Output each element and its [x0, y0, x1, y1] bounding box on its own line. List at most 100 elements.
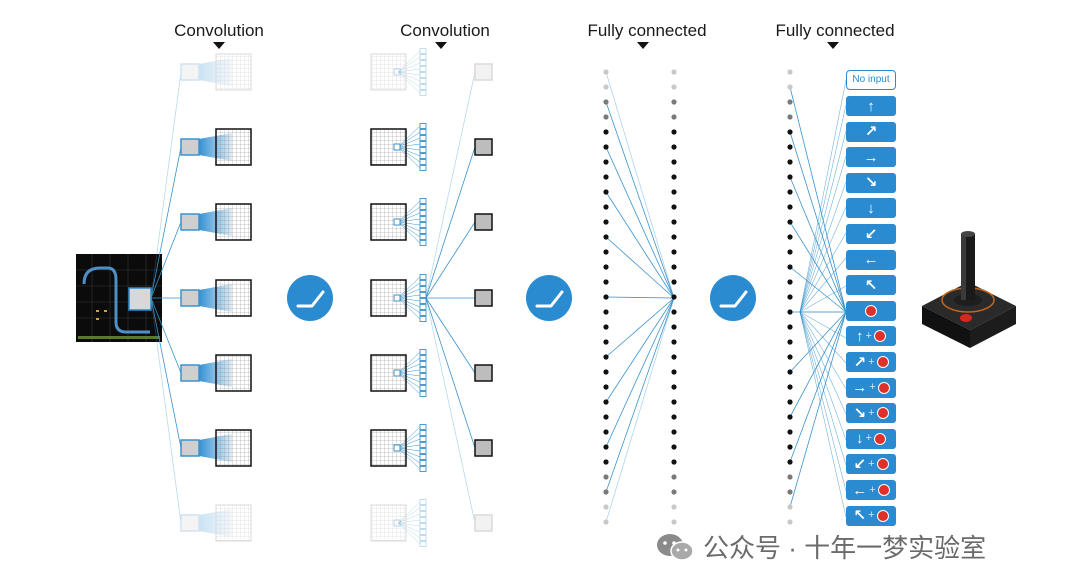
conv2-channel [419, 511, 427, 517]
fc2-link [789, 311, 847, 418]
action-button: ↘ [846, 172, 896, 193]
conv2-channel [419, 228, 427, 234]
conv2-channel [419, 499, 427, 505]
conv2-channel [419, 60, 427, 66]
output-link [799, 257, 847, 313]
fc1-title: Fully connected [587, 21, 707, 40]
plus-sign: + [865, 329, 872, 342]
output-link [799, 311, 847, 339]
action-arrow-icon: ↑ [856, 327, 864, 345]
conv2-channel [419, 448, 427, 454]
fc-node [787, 204, 793, 210]
action-button: ↗ [846, 121, 896, 142]
fc-node [671, 474, 677, 480]
action-button: → [846, 147, 896, 168]
fc-node [787, 234, 793, 240]
conv2-arrow-icon [435, 42, 447, 49]
output-link [799, 311, 847, 364]
fc-node [603, 444, 609, 450]
fc-node [603, 474, 609, 480]
conv1-connections [150, 71, 182, 524]
plus-sign: + [869, 381, 876, 394]
conv2-input-map [370, 354, 407, 392]
fire-button-icon [873, 330, 886, 343]
fc-node [787, 354, 793, 360]
conv2-channel [419, 367, 427, 373]
action-arrow-icon: ↑ [867, 97, 875, 115]
fire-button-icon [876, 356, 889, 368]
fc1-link [605, 236, 675, 299]
conv1-kernel [180, 364, 200, 382]
relu-icon [287, 275, 333, 321]
conv2-channel [419, 234, 427, 240]
conv2-channel [419, 535, 427, 541]
wechat-icon [655, 532, 695, 562]
conv1-feature-map [215, 354, 252, 392]
fc-node [603, 414, 609, 420]
conv1-link [150, 297, 182, 374]
fc-node [787, 339, 793, 345]
action-arrow-icon: ↗ [853, 353, 867, 371]
fc-node [671, 384, 677, 390]
conv2-channel [419, 355, 427, 361]
conv2-output-link [425, 297, 476, 524]
conv2-channel [419, 391, 427, 397]
conv1-feature-map [215, 504, 252, 542]
conv1-link [150, 221, 182, 299]
conv1-kernel [180, 63, 200, 81]
action-arrow-icon: ↗ [864, 123, 878, 141]
action-button: ↘+ [846, 403, 896, 424]
conv2-channel [419, 349, 427, 355]
fc2-link [789, 221, 847, 313]
conv2-channel [419, 159, 427, 165]
conv2-channel [419, 135, 427, 141]
conv2-output-unit [474, 138, 493, 156]
fc-node [671, 234, 677, 240]
output-link [799, 104, 847, 313]
conv2-channel [419, 517, 427, 523]
fc-node [603, 489, 609, 495]
conv2-channel [419, 198, 427, 204]
fire-button-icon [873, 432, 886, 445]
action-button: ↙ [846, 224, 896, 244]
fc-node [787, 369, 793, 375]
conv2-layer [370, 48, 493, 547]
fc-node [787, 309, 793, 315]
fc-node [603, 129, 609, 135]
fc1-link [605, 146, 675, 299]
output-link [799, 79, 847, 313]
fc-node [671, 324, 677, 330]
fire-button-icon [877, 381, 890, 394]
action-arrow-icon: ← [863, 251, 879, 269]
conv2-channel [419, 373, 427, 379]
conv2-channel [419, 541, 427, 547]
fc-node [787, 144, 793, 150]
conv2-channel [419, 165, 427, 171]
action-arrow-icon: ↙ [853, 455, 867, 473]
fc-node [603, 309, 609, 315]
fc-node [787, 249, 793, 255]
conv1-link [150, 146, 182, 299]
fc-node [603, 249, 609, 255]
fc2-link [789, 176, 847, 313]
fc-node [787, 294, 793, 300]
conv2-kernel [393, 294, 401, 302]
action-arrow-icon: ↖ [864, 276, 878, 294]
fc-node [671, 69, 677, 75]
conv2-channel [419, 66, 427, 72]
fc-node [603, 324, 609, 330]
relu-icon [710, 275, 756, 321]
fc-node [671, 504, 677, 510]
fc-node [603, 459, 609, 465]
conv2-channel [419, 129, 427, 135]
conv1-feature-map [215, 279, 252, 317]
fc-node [603, 264, 609, 270]
conv1-layer [180, 53, 252, 542]
fc-node [787, 474, 793, 480]
conv2-kernel [393, 218, 401, 226]
fc-node [787, 414, 793, 420]
fc1-link [605, 101, 675, 299]
conv2-channel [419, 210, 427, 216]
output-link [799, 181, 847, 313]
fc-node [603, 354, 609, 360]
